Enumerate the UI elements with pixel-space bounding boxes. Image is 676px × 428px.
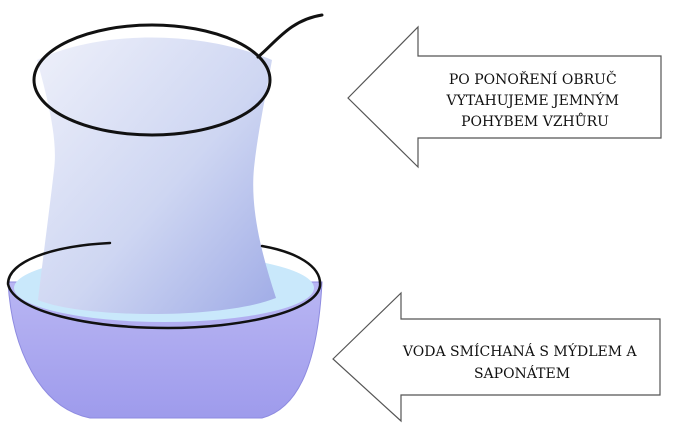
soap-film-tube: [37, 37, 276, 314]
bottom-arrow-label: VODA SMÍCHANÁ S MÝDLEM A SAPONÁTEM: [402, 342, 641, 382]
top-arrow-label: PO PONOŘENÍ OBRUČ VYTAHUJEME JEMNÝM POHY…: [446, 70, 624, 130]
top-arrow-line-3: POHYBEM VZHŮRU: [461, 112, 609, 130]
top-arrow: [347, 25, 662, 169]
bottom-arrow-line-2: SAPONÁTEM: [474, 364, 570, 382]
bottom-arrow-line-1: VODA SMÍCHANÁ S MÝDLEM A: [402, 342, 638, 360]
top-arrow-line-2: VYTAHUJEME JEMNÝM: [446, 91, 620, 109]
bowl-rim: [6, 241, 322, 330]
top-arrow-line-1: PO PONOŘENÍ OBRUČ: [449, 70, 617, 88]
bottom-arrow: [332, 291, 661, 423]
hoop-handle: [256, 13, 324, 59]
hoop-ring: [32, 23, 272, 137]
